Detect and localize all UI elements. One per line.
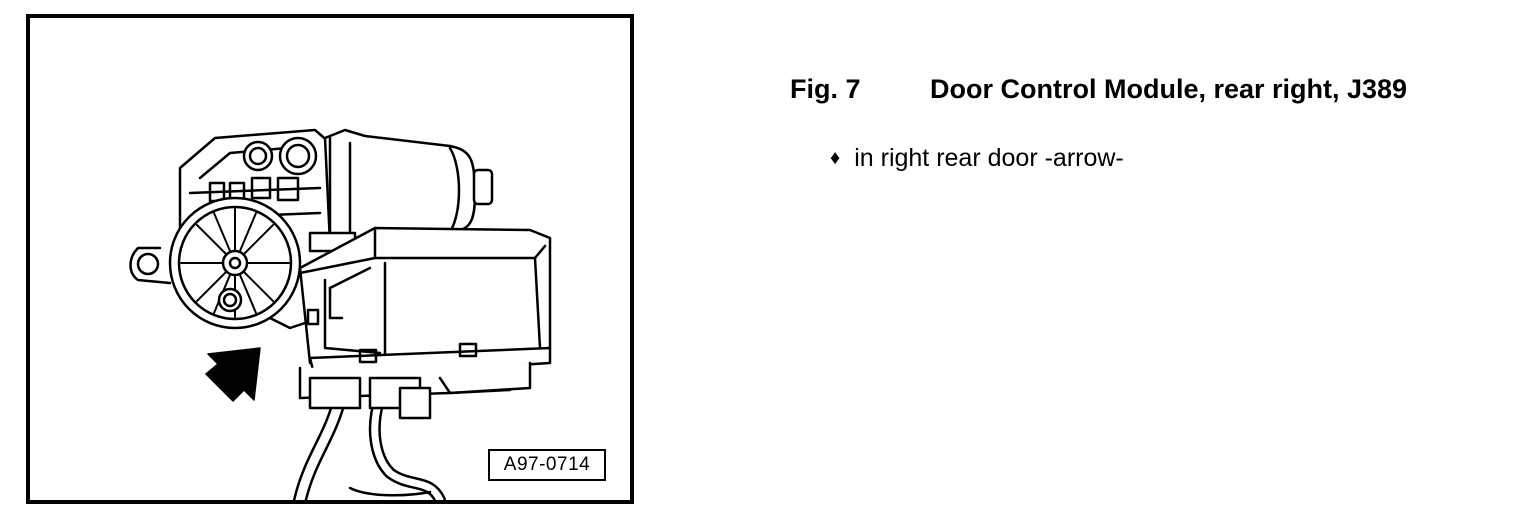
door-control-module-drawing	[129, 128, 552, 500]
diamond-bullet-icon: ♦	[830, 147, 841, 169]
figure-illustration-frame: A97-0714	[26, 14, 634, 504]
figure-code-label: A97-0714	[488, 449, 606, 481]
note-text: in right rear door -arrow-	[854, 144, 1124, 172]
figure-title: Door Control Module, rear right, J389	[930, 74, 1408, 104]
figure-number: Fig. 7	[790, 74, 861, 104]
figure-caption: Fig. 7 Door Control Module, rear right, J…	[790, 74, 1407, 105]
note-item: ♦ in right rear door -arrow-	[830, 144, 1124, 173]
